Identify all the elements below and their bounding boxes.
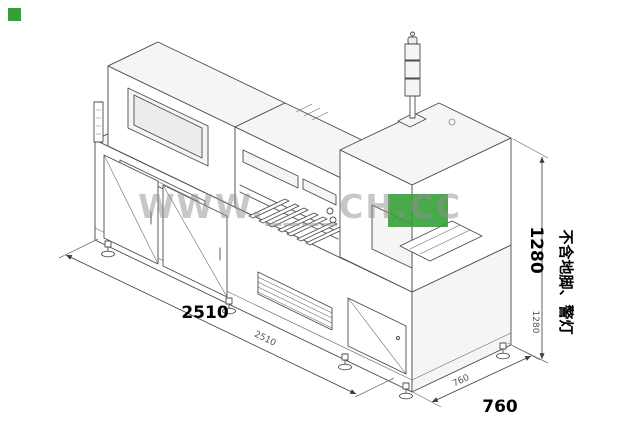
- warning-light-tower: [397, 31, 427, 128]
- foot-pad: [338, 363, 352, 371]
- warning-light-cap: [407, 36, 418, 45]
- foot-pad: [101, 250, 115, 258]
- watermark-green-box: [388, 194, 448, 227]
- extension-line: [512, 138, 549, 159]
- extension-line: [354, 377, 395, 398]
- depth-value-label: 760: [482, 397, 518, 417]
- feeder-slat: [267, 207, 309, 228]
- warning-light-segment: [404, 78, 421, 97]
- brand-plate: [93, 101, 104, 143]
- watermark: WWW.____CH.CC: [8, 8, 462, 227]
- monitor-screen: [133, 94, 203, 159]
- output-tray: [399, 220, 483, 262]
- foot-nut: [402, 382, 410, 390]
- foot-pad: [399, 392, 413, 400]
- control-panel: [302, 178, 337, 206]
- extension-line: [408, 389, 442, 408]
- warning-light-segment: [404, 43, 421, 61]
- top-fitting: [448, 118, 456, 126]
- foot-pad: [496, 352, 510, 360]
- extension-line: [512, 345, 549, 364]
- foot-nut: [104, 240, 112, 248]
- placement-top-hatch: [295, 103, 329, 121]
- dimension-line: [431, 355, 532, 403]
- warning-light-knob: [410, 31, 415, 37]
- foot-nut: [499, 342, 507, 350]
- length-value-label: 2510: [181, 303, 228, 323]
- control-knob: [326, 207, 334, 215]
- exclusion-note: 不含地脚、警灯: [557, 229, 575, 334]
- brand-plate-panel: [93, 101, 104, 143]
- work-area-panel: [242, 149, 299, 189]
- lower-door-handle: [396, 336, 400, 340]
- watermark-text: WWW.____CH.CC: [138, 187, 462, 226]
- warning-light-segment: [404, 60, 421, 79]
- output-tray-slats: [409, 224, 471, 255]
- depth-cad-label: 760: [451, 373, 471, 389]
- extension-line: [58, 238, 99, 259]
- foot-nut: [341, 353, 349, 361]
- warning-light-base: [397, 112, 427, 128]
- feeder-slat: [258, 203, 300, 224]
- feeder-slat: [296, 221, 338, 242]
- dimension-line: [65, 254, 357, 395]
- lower-door-brace: [347, 297, 407, 375]
- dimension-height: 1280 1280: [512, 138, 549, 364]
- feeder-slat: [277, 212, 319, 233]
- door-left-brace: [103, 154, 159, 265]
- feeder-bank: [248, 198, 347, 246]
- feeder-slat: [286, 216, 328, 237]
- brand-plate-marks: [96, 109, 101, 135]
- height-value-label: 1280: [526, 226, 546, 273]
- leveling-foot: [399, 382, 413, 400]
- warning-light-pole: [409, 93, 416, 119]
- watermark-corner-square: [8, 8, 21, 21]
- feeder-slat: [248, 198, 290, 219]
- height-cad-label: 1280: [530, 311, 540, 334]
- operator-console: [107, 41, 286, 210]
